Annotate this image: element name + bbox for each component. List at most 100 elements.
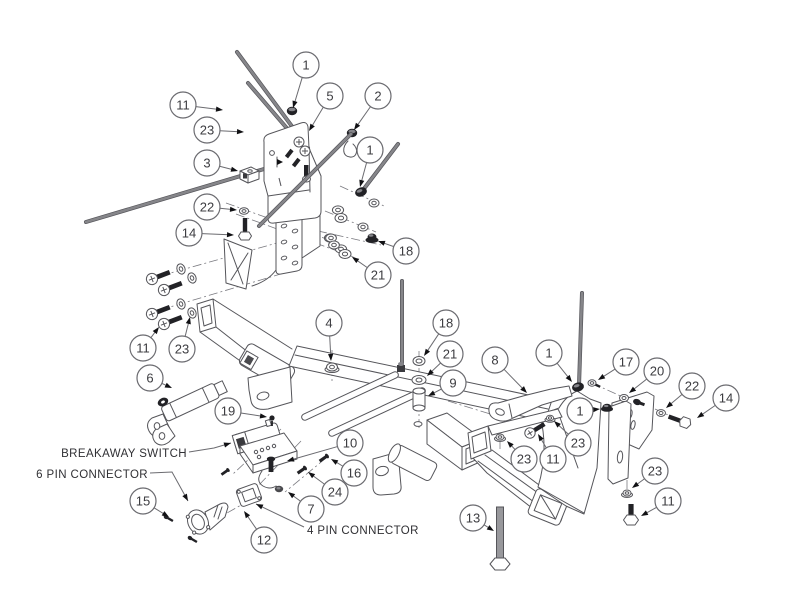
callout-3-5: 3 bbox=[193, 149, 238, 177]
breakaway-switch-label: BREAKAWAY SWITCH bbox=[61, 442, 232, 460]
callout-9-16: 9 bbox=[428, 369, 467, 397]
svg-text:19: 19 bbox=[221, 404, 235, 419]
callout-14-8: 14 bbox=[175, 219, 234, 247]
rod-nut-1 bbox=[286, 106, 298, 116]
svg-text:1: 1 bbox=[576, 404, 583, 419]
washer-22-left bbox=[238, 207, 250, 215]
svg-text:10: 10 bbox=[343, 436, 357, 451]
svg-text:15: 15 bbox=[136, 494, 150, 509]
svg-text:4 PIN CONNECTOR: 4 PIN CONNECTOR bbox=[307, 525, 419, 537]
svg-text:23: 23 bbox=[175, 342, 189, 357]
head-assembly-right bbox=[467, 385, 655, 526]
svg-text:24: 24 bbox=[328, 485, 342, 500]
svg-text:20: 20 bbox=[650, 364, 664, 379]
svg-text:2: 2 bbox=[374, 89, 381, 104]
four-pin-connector-label: 4 PIN CONNECTOR bbox=[255, 503, 419, 537]
callout-14-30: 14 bbox=[697, 384, 740, 418]
svg-text:18: 18 bbox=[399, 244, 413, 259]
svg-text:5: 5 bbox=[326, 89, 333, 104]
callout-11-34: 11 bbox=[538, 434, 567, 473]
callout-17-27: 17 bbox=[598, 348, 640, 380]
clip-part-3 bbox=[239, 166, 260, 184]
callout-23-2: 23 bbox=[193, 116, 244, 144]
svg-text:1: 1 bbox=[302, 58, 309, 73]
svg-text:23: 23 bbox=[517, 452, 531, 467]
callout-23-32: 23 bbox=[554, 421, 592, 457]
callout-2-4: 2 bbox=[354, 82, 392, 130]
bolt-13 bbox=[489, 506, 511, 571]
callout-10-19: 10 bbox=[287, 429, 364, 462]
bracket-part-5 bbox=[263, 122, 322, 224]
callout-1-31: 1 bbox=[566, 397, 600, 425]
pin-24 bbox=[296, 465, 307, 475]
wireform-loops bbox=[301, 371, 426, 437]
svg-text:11: 11 bbox=[136, 341, 150, 356]
callout-11-1: 11 bbox=[169, 91, 223, 119]
stack-18-21-9 bbox=[411, 356, 427, 427]
callout-23-12: 23 bbox=[168, 317, 196, 363]
callout-16-20: 16 bbox=[331, 459, 368, 487]
bolt-10 bbox=[266, 456, 276, 472]
callout-1-0: 1 bbox=[292, 51, 320, 108]
svg-text:1: 1 bbox=[366, 143, 373, 158]
callout-23-33: 23 bbox=[507, 441, 538, 473]
callout-4-13: 4 bbox=[315, 309, 343, 361]
svg-text:11: 11 bbox=[546, 452, 560, 467]
svg-text:22: 22 bbox=[685, 379, 699, 394]
callout-11-11: 11 bbox=[129, 327, 159, 362]
svg-text:11: 11 bbox=[661, 494, 675, 509]
mounting-plate bbox=[239, 432, 298, 490]
callout-24-21: 24 bbox=[308, 472, 349, 506]
callout-1-6: 1 bbox=[356, 136, 384, 187]
callout-15-23: 15 bbox=[129, 487, 169, 517]
callout-20-28: 20 bbox=[629, 357, 671, 393]
callout-18-14: 18 bbox=[424, 309, 460, 356]
callout-6-17: 6 bbox=[136, 364, 172, 392]
callout-7-22: 7 bbox=[288, 492, 325, 523]
svg-text:17: 17 bbox=[619, 355, 633, 370]
callout-1-26: 1 bbox=[535, 339, 572, 382]
callout-18-9: 18 bbox=[378, 237, 420, 265]
bracket-lower bbox=[223, 206, 321, 290]
svg-text:6: 6 bbox=[146, 371, 153, 386]
callout-13-37: 13 bbox=[459, 504, 494, 532]
svg-text:12: 12 bbox=[257, 533, 271, 548]
svg-text:16: 16 bbox=[347, 466, 361, 481]
callout-21-15: 21 bbox=[427, 340, 464, 376]
small-fasteners-plate bbox=[220, 453, 329, 493]
arm-part-8 bbox=[488, 385, 573, 422]
hardware-right bbox=[489, 379, 692, 571]
svg-text:23: 23 bbox=[200, 123, 214, 138]
svg-text:11: 11 bbox=[176, 98, 190, 113]
callout-19-18: 19 bbox=[214, 397, 267, 425]
svg-text:BREAKAWAY SWITCH: BREAKAWAY SWITCH bbox=[61, 448, 187, 460]
svg-text:21: 21 bbox=[371, 268, 385, 283]
callout-23-35: 23 bbox=[632, 457, 669, 488]
svg-text:7: 7 bbox=[307, 502, 314, 517]
svg-text:1: 1 bbox=[545, 346, 552, 361]
callout-22-7: 22 bbox=[193, 193, 237, 221]
svg-text:9: 9 bbox=[449, 376, 456, 391]
callout-21-10: 21 bbox=[352, 257, 392, 289]
callout-8-25: 8 bbox=[481, 346, 527, 393]
callout-5-3: 5 bbox=[309, 82, 344, 131]
bolt-14-left bbox=[238, 218, 252, 241]
rod-bottom-fitting bbox=[397, 362, 405, 372]
svg-text:13: 13 bbox=[466, 511, 480, 526]
four-pin-connector bbox=[235, 483, 263, 507]
svg-text:23: 23 bbox=[571, 436, 585, 451]
svg-text:3: 3 bbox=[203, 156, 210, 171]
receiver-center bbox=[372, 412, 483, 496]
svg-text:14: 14 bbox=[182, 226, 196, 241]
callout-12-24: 12 bbox=[244, 511, 278, 554]
svg-text:14: 14 bbox=[719, 391, 733, 406]
callout-22-29: 22 bbox=[666, 372, 706, 408]
bolt-11-bottom-right bbox=[623, 504, 639, 526]
pin-16 bbox=[318, 453, 329, 463]
callout-11-36: 11 bbox=[641, 487, 682, 516]
svg-text:18: 18 bbox=[439, 316, 453, 331]
flange-nut-4 bbox=[324, 362, 340, 373]
